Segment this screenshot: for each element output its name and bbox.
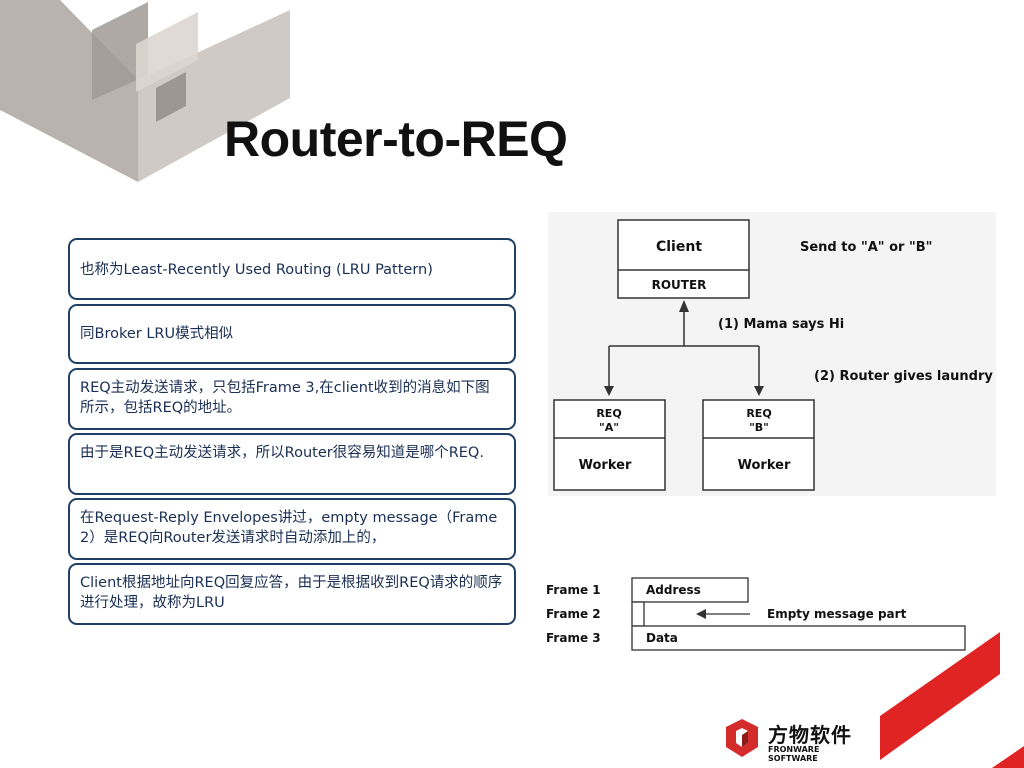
client-router-box [617,219,750,299]
logo-cube-icon [726,719,758,757]
bullet-text-3: REQ主动发送请求，只包括Frame 3,在client收到的消息如下图所示，包… [80,380,490,416]
bullet-box-4: 由于是REQ主动发送请求，所以Router很容易知道是哪个REQ. [68,433,516,495]
logo-subtitle: FRONWARE SOFTWARE [768,745,820,763]
worker-a-label: Worker [579,458,632,473]
router-label: ROUTER [652,278,707,292]
empty-note: Empty message part [767,607,907,621]
req-b-title: REQ [746,407,771,420]
data-label: Data [646,631,678,645]
bullet-text-2: 同Broker LRU模式相似 [80,326,234,342]
req-a-title: REQ [596,407,621,420]
worker-b-label: Worker [738,458,791,473]
red-stripe-decoration [880,632,1024,768]
bullet-text-6: Client根据地址向REQ回复应答，由于是根据收到REQ请求的顺序进行处理，故… [80,575,503,611]
address-label: Address [646,583,701,597]
right-arrow-head [754,386,764,396]
bullet-box-5: 在Request-Reply Envelopes讲过，empty message… [68,498,516,560]
req-b-name: "B" [749,421,769,434]
left-arrow-head [604,386,614,396]
frame2-label: Frame 2 [546,607,601,621]
empty-frame-box [631,601,645,627]
frame1-label: Frame 1 [546,583,601,597]
step1-note: (1) Mama says Hi [718,317,844,332]
req-a-box [553,399,666,491]
bullet-box-6: Client根据地址向REQ回复应答，由于是根据收到REQ请求的顺序进行处理，故… [68,563,516,625]
bullet-box-3: REQ主动发送请求，只包括Frame 3,在client收到的消息如下图所示，包… [68,368,516,430]
frame3-label: Frame 3 [546,631,601,645]
corner-decoration [0,0,290,182]
step2-note: (2) Router gives laundry [814,369,993,384]
send-note: Send to "A" or "B" [800,240,932,255]
bullet-box-2: 同Broker LRU模式相似 [68,304,516,364]
slide-title: Router-to-REQ [224,111,568,167]
bullet-text-1: 也称为Least-Recently Used Routing (LRU Patt… [80,262,433,278]
logo-name: 方物软件 [768,723,852,747]
bullet-text-5: 在Request-Reply Envelopes讲过，empty message… [80,510,498,546]
req-b-box [702,399,815,491]
bullet-text-4: 由于是REQ主动发送请求，所以Router很容易知道是哪个REQ. [80,445,484,461]
client-label: Client [656,239,702,255]
address-frame-box [631,577,749,603]
up-arrow-head [679,300,689,312]
req-a-name: "A" [599,421,619,434]
empty-arrow-head [696,609,706,619]
data-frame-box [631,625,966,651]
bullet-box-1: 也称为Least-Recently Used Routing (LRU Patt… [68,238,516,300]
company-logo: 方物软件 FRONWARE SOFTWARE [722,717,862,763]
